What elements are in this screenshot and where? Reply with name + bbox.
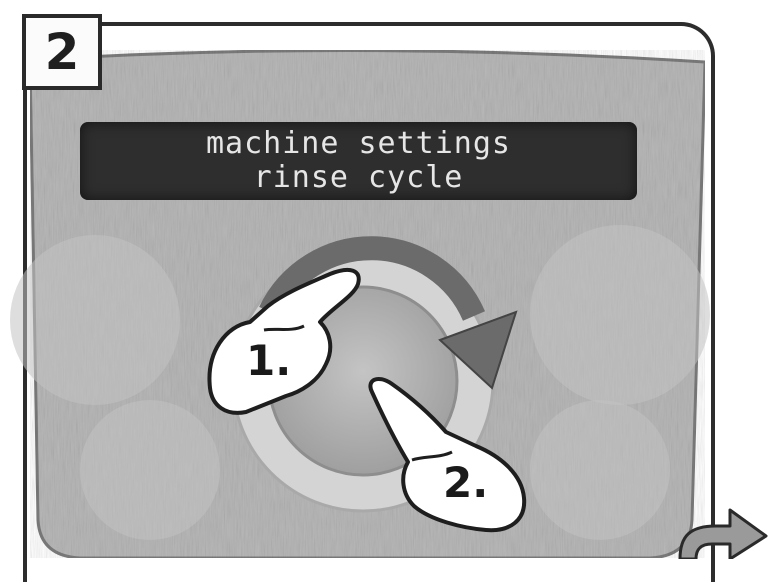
- step-2-label: 2.: [443, 462, 488, 504]
- step-number-box: 2: [22, 14, 102, 90]
- control-panel: [0, 0, 771, 559]
- display-screen: machine settings rinse cycle: [80, 122, 637, 200]
- next-arrow-icon[interactable]: [672, 496, 771, 559]
- display-line-2: rinse cycle: [254, 161, 464, 195]
- step-1-label: 1.: [246, 340, 291, 382]
- display-line-1: machine settings: [206, 127, 511, 161]
- step-number: 2: [45, 27, 80, 77]
